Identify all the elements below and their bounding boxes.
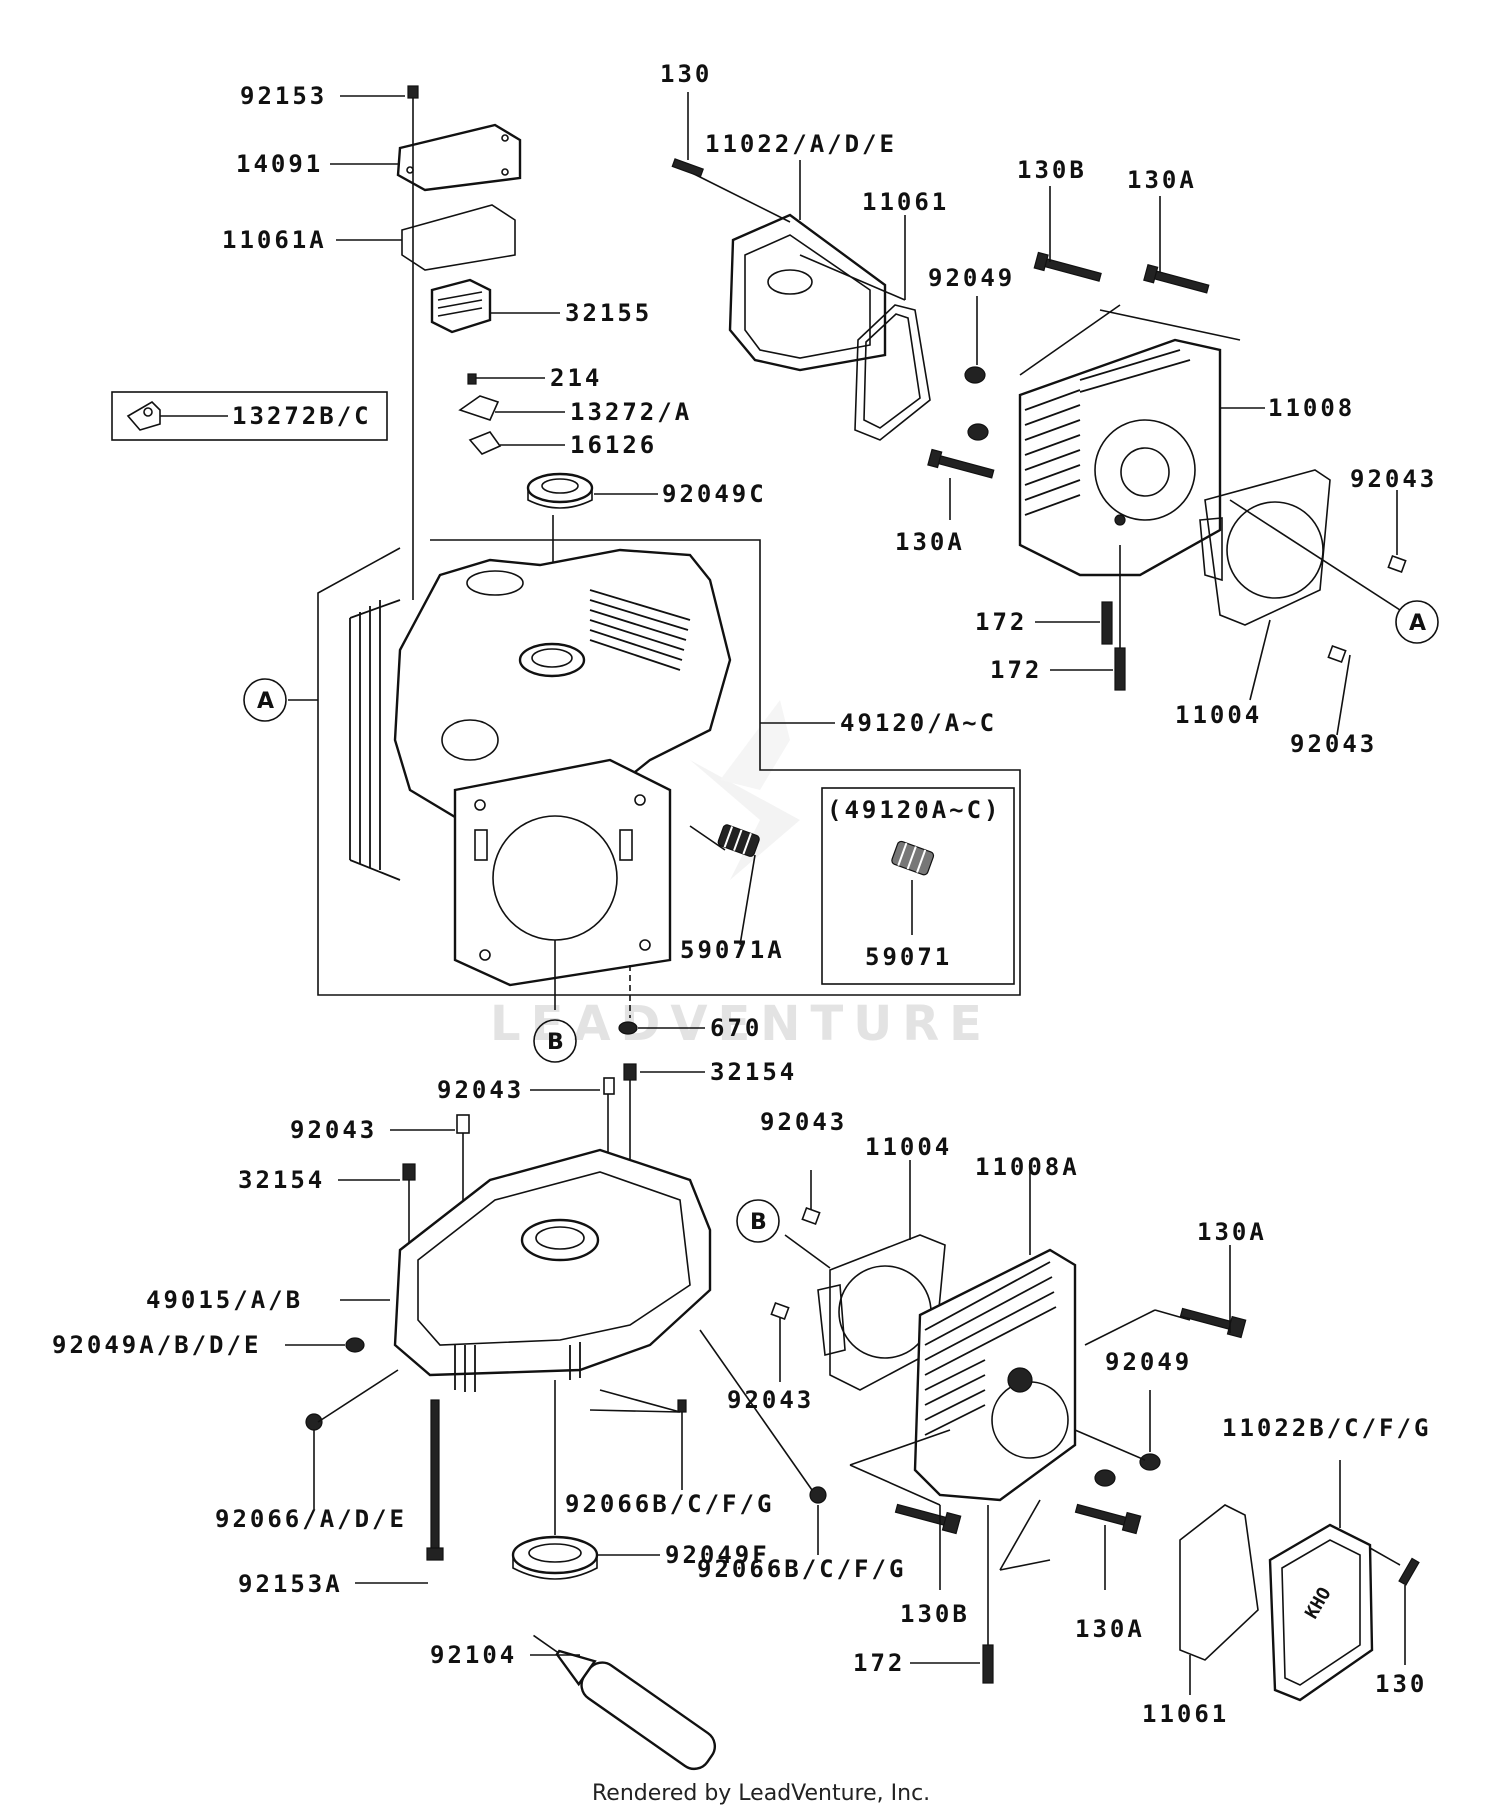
label-13272a: 13272/A <box>570 398 692 426</box>
label-130-top: 130 <box>660 60 712 88</box>
label-11004-top: 11004 <box>1175 701 1262 729</box>
label-92066bcfg-a: 92066B/C/F/G <box>565 1490 774 1518</box>
label-11061-top: 11061 <box>862 188 949 216</box>
crankcase-lower-assembly <box>305 1063 827 1771</box>
label-92049-low: 92049 <box>1105 1348 1192 1376</box>
label-92043-c1: 92043 <box>437 1076 524 1104</box>
label-92153: 92153 <box>240 82 327 110</box>
drain-plug-inset <box>821 787 1015 985</box>
label-670: 670 <box>710 1014 762 1042</box>
svg-text:A: A <box>257 689 274 714</box>
label-92066ade: 92066/A/D/E <box>215 1505 407 1533</box>
callout-b-lower: B <box>736 1199 780 1243</box>
label-92043-l2: 92043 <box>727 1386 814 1414</box>
label-130-low: 130 <box>1375 1670 1427 1698</box>
watermark-text: LEADVENTURE <box>490 996 992 1052</box>
label-16126: 16126 <box>570 431 657 459</box>
label-59071a: 59071A <box>680 936 785 964</box>
label-49120ac: 49120/A~C <box>840 709 997 737</box>
label-32155: 32155 <box>565 299 652 327</box>
label-59071: 59071 <box>865 943 952 971</box>
label-49015ab: 49015/A/B <box>146 1286 303 1314</box>
label-49120ac-inset: (49120A~C) <box>827 796 1002 824</box>
label-92043-r1: 92043 <box>1350 465 1437 493</box>
callout-b-upper: B <box>533 1019 577 1063</box>
footer-credit: Rendered by LeadVenture, Inc. <box>592 1781 930 1806</box>
callout-a-left: A <box>243 678 287 722</box>
label-130b-low: 130B <box>900 1600 970 1628</box>
label-11022ade: 11022/A/D/E <box>705 130 897 158</box>
label-92049abde: 92049A/B/D/E <box>52 1331 261 1359</box>
label-92049-top: 92049 <box>928 264 1015 292</box>
label-130a-low1: 130A <box>1197 1218 1267 1246</box>
label-92049f: 92049F <box>665 1541 770 1569</box>
label-32154-c1: 32154 <box>710 1058 797 1086</box>
label-11008a: 11008A <box>975 1153 1080 1181</box>
label-32154-c2: 32154 <box>238 1166 325 1194</box>
label-92043-c2: 92043 <box>290 1116 377 1144</box>
label-13272bc: 13272B/C <box>232 402 372 430</box>
label-11004-low: 11004 <box>865 1133 952 1161</box>
label-11022bcfg: 11022B/C/F/G <box>1222 1414 1431 1442</box>
label-92049c: 92049C <box>662 480 767 508</box>
label-11008: 11008 <box>1268 394 1355 422</box>
label-172-a: 172 <box>975 608 1027 636</box>
label-130a-low2: 130A <box>1075 1615 1145 1643</box>
label-11061-low: 11061 <box>1142 1700 1229 1728</box>
part-labels: 92153 14091 11061A 32155 214 13272B/C 13… <box>52 60 1437 1728</box>
label-92043-r2: 92043 <box>1290 730 1377 758</box>
svg-text:B: B <box>547 1030 564 1055</box>
callout-a-right: A <box>1395 600 1439 644</box>
cylinder-head-lower-assembly: KHO <box>770 1160 1420 1702</box>
label-92153a: 92153A <box>238 1570 343 1598</box>
label-11061a: 11061A <box>222 226 327 254</box>
cylinder-block-assembly <box>288 85 1021 1035</box>
label-14091: 14091 <box>236 150 323 178</box>
clip-13272bc-box <box>111 391 388 441</box>
label-172-b: 172 <box>990 656 1042 684</box>
label-92104: 92104 <box>430 1641 517 1669</box>
label-130a-mid: 130A <box>895 528 965 556</box>
cylinder-head-upper-assembly <box>671 158 1407 736</box>
label-130a-top: 130A <box>1127 166 1197 194</box>
label-92043-l1: 92043 <box>760 1108 847 1136</box>
label-92066bcfg-b: 92066B/C/F/G <box>697 1555 906 1583</box>
label-214: 214 <box>550 364 602 392</box>
label-130b-top: 130B <box>1017 156 1087 184</box>
svg-text:B: B <box>750 1210 767 1235</box>
svg-text:A: A <box>1409 611 1426 636</box>
label-172-low: 172 <box>853 1649 905 1677</box>
